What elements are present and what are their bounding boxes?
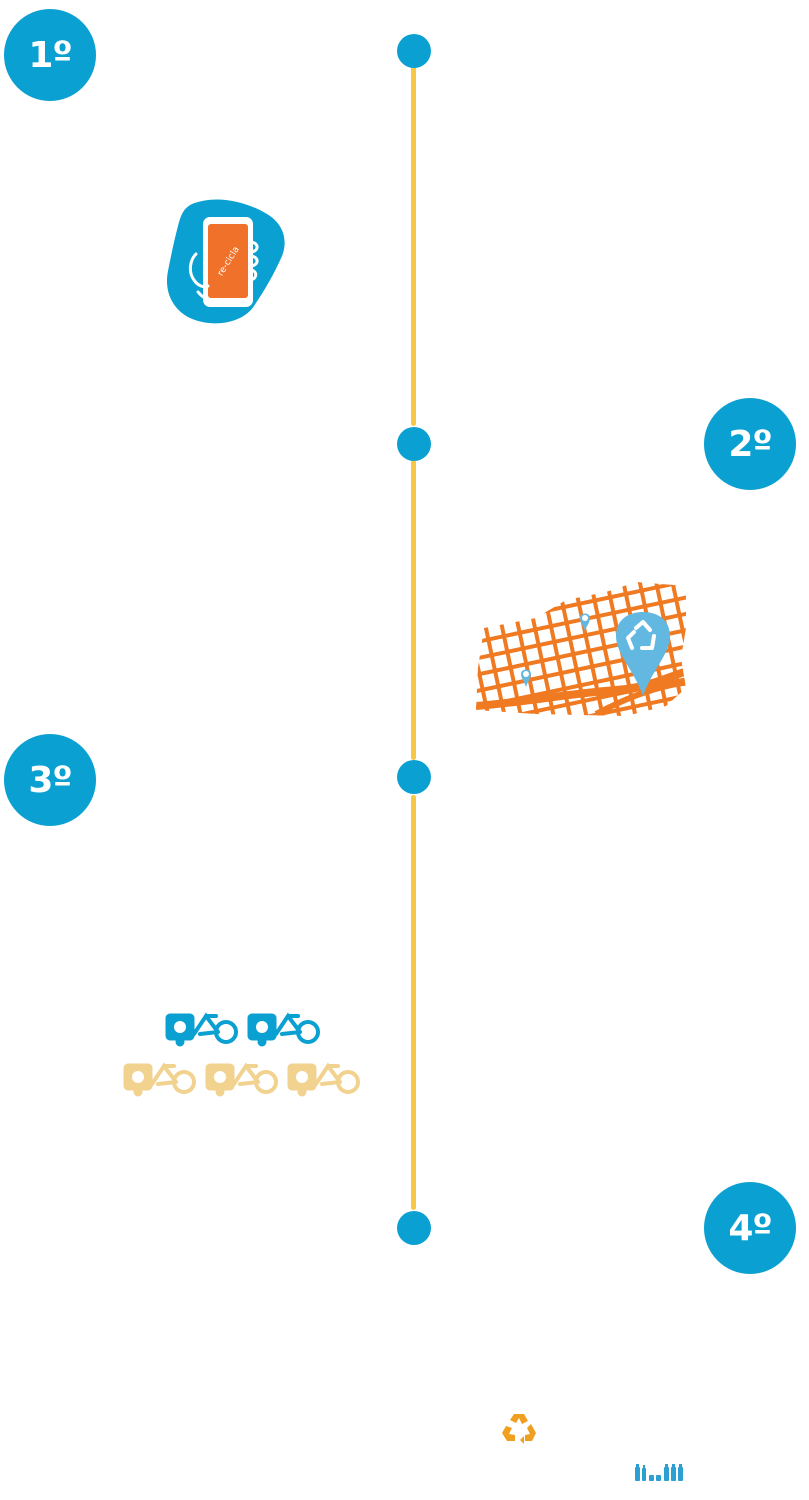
- bottles-icon: [633, 1463, 685, 1481]
- cargo-bikes-illustration: [120, 1000, 360, 1100]
- cargo-bike-icon-active-1: [164, 1012, 238, 1048]
- cargo-bike-icon-inactive-2: [204, 1062, 278, 1098]
- step-4-badge: 4º: [704, 1182, 796, 1274]
- cargo-bike-icon-active-2: [246, 1012, 320, 1048]
- step-2-badge: 2º: [704, 398, 796, 490]
- timeline-dot-4: [397, 1211, 431, 1245]
- cargo-bike-icon-inactive-1: [122, 1062, 196, 1098]
- timeline-dot-1: [397, 34, 431, 68]
- cargo-bike-icon-inactive-3: [286, 1062, 360, 1098]
- recycle-icon: [500, 1410, 538, 1446]
- city-map-recycling-pin-icon: [476, 578, 690, 716]
- hand-holding-phone-icon: re-cicla: [162, 196, 288, 326]
- timeline-line-1: [411, 60, 416, 426]
- step-3-badge: 3º: [4, 734, 96, 826]
- timeline-dot-3: [397, 760, 431, 794]
- timeline-line-3: [411, 795, 416, 1210]
- timeline-line-2: [411, 460, 416, 760]
- timeline-dot-2: [397, 427, 431, 461]
- step-1-badge: 1º: [4, 9, 96, 101]
